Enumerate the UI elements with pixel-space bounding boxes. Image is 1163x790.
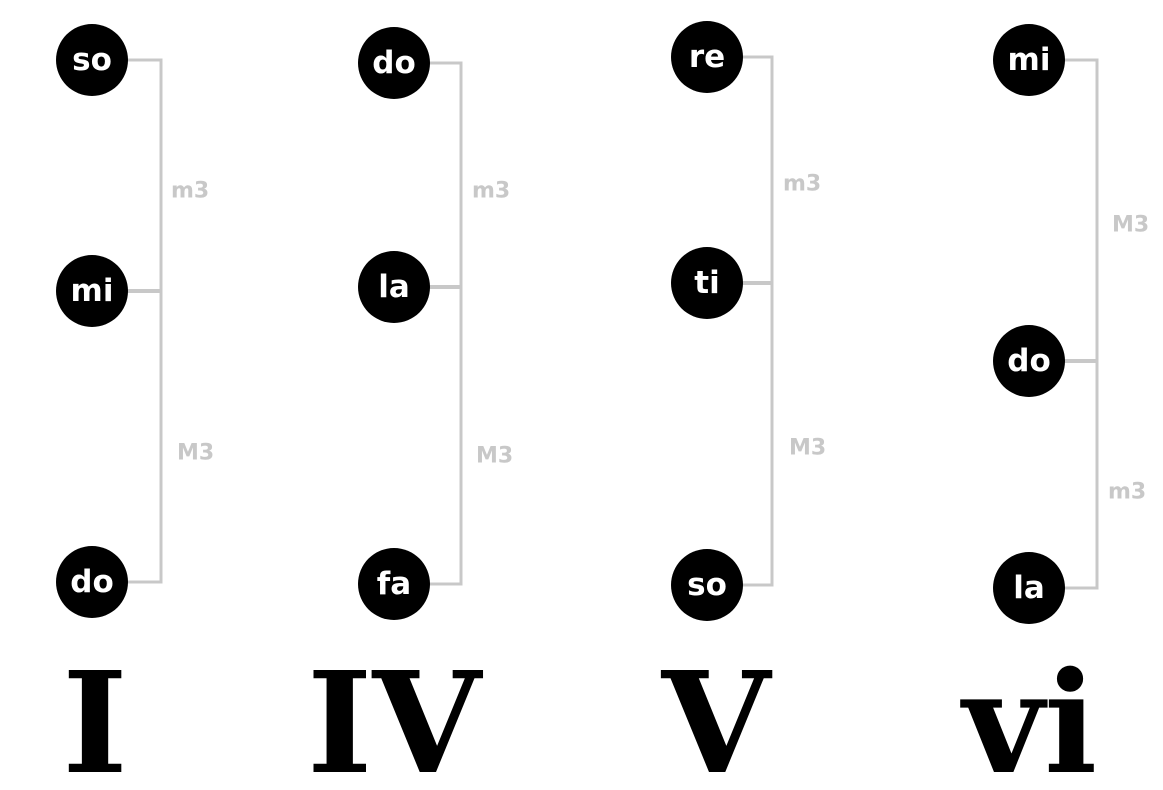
note-middle: mi (56, 255, 128, 327)
note-circle (56, 255, 128, 327)
interval-bracket (126, 58, 163, 584)
note-label: mi (71, 273, 114, 309)
note-label: do (1007, 343, 1051, 379)
roman-numeral: IV (307, 642, 483, 790)
roman-numeral: I (62, 642, 128, 790)
note-circle (671, 21, 743, 93)
note-circle (671, 549, 743, 621)
roman-numeral: vi (960, 642, 1098, 790)
note-circle (358, 251, 430, 323)
note-label: ti (694, 265, 719, 301)
note-middle: ti (671, 247, 743, 319)
note-circle (358, 27, 430, 99)
note-circle (993, 552, 1065, 624)
note-label: la (378, 269, 410, 305)
note-label: re (689, 39, 725, 75)
interval-label-lower: M3 (476, 444, 513, 469)
interval-label-lower: m3 (1108, 480, 1146, 505)
note-label: la (1013, 570, 1045, 606)
interval-label-lower: M3 (177, 441, 214, 466)
note-top: so (56, 24, 128, 96)
note-bottom: so (671, 549, 743, 621)
interval-bracket (741, 55, 774, 587)
note-label: do (372, 45, 416, 81)
note-top: re (671, 21, 743, 93)
note-circle (56, 24, 128, 96)
note-circle (56, 546, 128, 618)
note-middle: do (993, 325, 1065, 397)
interval-bracket (428, 61, 463, 586)
note-top: mi (993, 24, 1065, 96)
note-top: do (358, 27, 430, 99)
note-bottom: fa (358, 548, 430, 620)
note-bottom: do (56, 546, 128, 618)
interval-bracket (1063, 58, 1099, 590)
interval-label-lower: M3 (789, 436, 826, 461)
note-circle (993, 325, 1065, 397)
note-bottom: la (993, 552, 1065, 624)
note-circle (993, 24, 1065, 96)
note-circle (358, 548, 430, 620)
note-circle (671, 247, 743, 319)
note-label: so (72, 42, 112, 78)
note-label: do (70, 564, 114, 600)
note-middle: la (358, 251, 430, 323)
interval-label-upper: m3 (783, 172, 821, 197)
roman-numeral: V (661, 642, 773, 790)
chord-4: mi do la M3 m3 vi (960, 24, 1149, 790)
interval-label-upper: m3 (472, 179, 510, 204)
note-label: mi (1008, 42, 1051, 78)
note-label: so (687, 567, 727, 603)
interval-label-upper: M3 (1112, 213, 1149, 238)
interval-label-upper: m3 (171, 179, 209, 204)
note-label: fa (377, 566, 411, 602)
